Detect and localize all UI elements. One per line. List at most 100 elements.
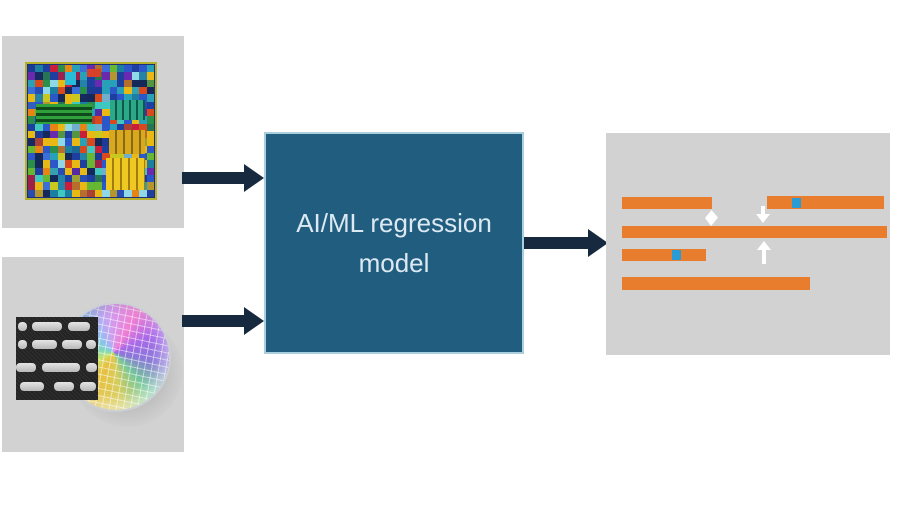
die-cell bbox=[87, 87, 95, 95]
die-cell bbox=[131, 189, 140, 197]
die-cell bbox=[79, 153, 88, 161]
die-cell bbox=[50, 123, 58, 131]
die-cell bbox=[102, 189, 110, 197]
die-cell bbox=[109, 123, 117, 131]
die-cell bbox=[50, 65, 58, 73]
die-cell bbox=[146, 109, 154, 117]
die-cell bbox=[109, 87, 117, 95]
die-cell bbox=[28, 167, 36, 175]
die-cell bbox=[57, 153, 66, 161]
sem-line-feature bbox=[62, 340, 82, 349]
flow-arrow-top bbox=[182, 164, 264, 192]
die-cell bbox=[102, 65, 110, 73]
die-cell bbox=[109, 72, 117, 80]
die-cell bbox=[35, 79, 43, 87]
metal-line bbox=[622, 249, 706, 261]
die-cell bbox=[28, 101, 36, 109]
die-cell bbox=[146, 138, 154, 146]
die-cell bbox=[146, 160, 154, 168]
die-cell bbox=[146, 79, 154, 87]
die-cell bbox=[109, 79, 117, 87]
die-cell bbox=[57, 79, 66, 87]
sem-line-feature bbox=[20, 382, 44, 391]
die-cell bbox=[102, 101, 110, 109]
metal-line bbox=[622, 226, 887, 238]
die-cell bbox=[116, 123, 125, 131]
die-cell bbox=[79, 87, 88, 95]
die-cell bbox=[131, 87, 140, 95]
die-cell bbox=[57, 123, 66, 131]
die-cell bbox=[79, 145, 88, 153]
die-cell bbox=[79, 79, 88, 87]
sem-line-feature bbox=[18, 322, 27, 331]
die-cell bbox=[146, 175, 154, 183]
die-cell bbox=[94, 109, 103, 117]
die-cell bbox=[42, 123, 51, 131]
die-cell bbox=[146, 65, 154, 73]
die-cell bbox=[50, 79, 58, 87]
die-cell bbox=[146, 167, 154, 175]
die-cell bbox=[102, 123, 110, 131]
die-cell bbox=[131, 72, 140, 80]
via-marker bbox=[792, 198, 801, 208]
die-cell bbox=[116, 79, 125, 87]
die-cell bbox=[139, 79, 147, 87]
die-cell bbox=[102, 87, 110, 95]
output-panel-layout bbox=[606, 133, 890, 355]
die-cell bbox=[28, 65, 36, 73]
die-cell bbox=[72, 145, 80, 153]
die-cell bbox=[65, 175, 73, 183]
die-cell bbox=[102, 145, 110, 153]
die-cell bbox=[72, 182, 80, 190]
model-label-line1: AI/ML regression bbox=[296, 208, 492, 238]
die-cell bbox=[42, 160, 51, 168]
die-cell bbox=[87, 145, 95, 153]
sem-line-feature bbox=[16, 363, 36, 372]
die-cell bbox=[50, 189, 58, 197]
die-cell bbox=[65, 87, 73, 95]
die-cell bbox=[42, 145, 51, 153]
flow-arrow-bottom bbox=[182, 307, 264, 335]
die-cell bbox=[28, 87, 36, 95]
die-cell bbox=[28, 94, 36, 102]
die-gold-block-lower bbox=[106, 157, 145, 190]
die-red-block bbox=[87, 69, 102, 78]
die-cell bbox=[87, 182, 95, 190]
die-cell bbox=[72, 131, 80, 139]
die-cell bbox=[124, 94, 132, 102]
die-cell bbox=[35, 94, 43, 102]
die-cell bbox=[94, 153, 103, 161]
die-cell bbox=[42, 65, 51, 73]
die-cell bbox=[109, 153, 117, 161]
die-cyan-block bbox=[65, 72, 76, 86]
die-cell bbox=[116, 94, 125, 102]
die-teal-block bbox=[110, 100, 145, 121]
die-cell bbox=[42, 87, 51, 95]
die-cell bbox=[102, 167, 110, 175]
die-cell bbox=[57, 94, 66, 102]
sem-line-feature bbox=[54, 382, 74, 391]
die-cell bbox=[116, 87, 125, 95]
die-cell bbox=[94, 138, 103, 146]
die-cell bbox=[57, 87, 66, 95]
die-cell bbox=[87, 189, 95, 197]
input-panel-chip-die bbox=[2, 36, 184, 228]
die-cell bbox=[72, 65, 80, 73]
die-cell bbox=[124, 72, 132, 80]
die-cell bbox=[50, 138, 58, 146]
die-cell bbox=[28, 145, 36, 153]
die-cell bbox=[35, 153, 43, 161]
die-cell bbox=[102, 116, 110, 124]
die-cell bbox=[79, 182, 88, 190]
sem-line-feature bbox=[42, 363, 80, 372]
die-cell bbox=[124, 123, 132, 131]
die-cell bbox=[50, 145, 58, 153]
die-cell bbox=[57, 182, 66, 190]
die-cell bbox=[94, 101, 103, 109]
sem-line-feature bbox=[80, 382, 96, 391]
die-cell bbox=[131, 94, 140, 102]
die-cell bbox=[42, 167, 51, 175]
die-cell bbox=[28, 116, 36, 124]
die-cell bbox=[79, 123, 88, 131]
die-cell bbox=[28, 160, 36, 168]
